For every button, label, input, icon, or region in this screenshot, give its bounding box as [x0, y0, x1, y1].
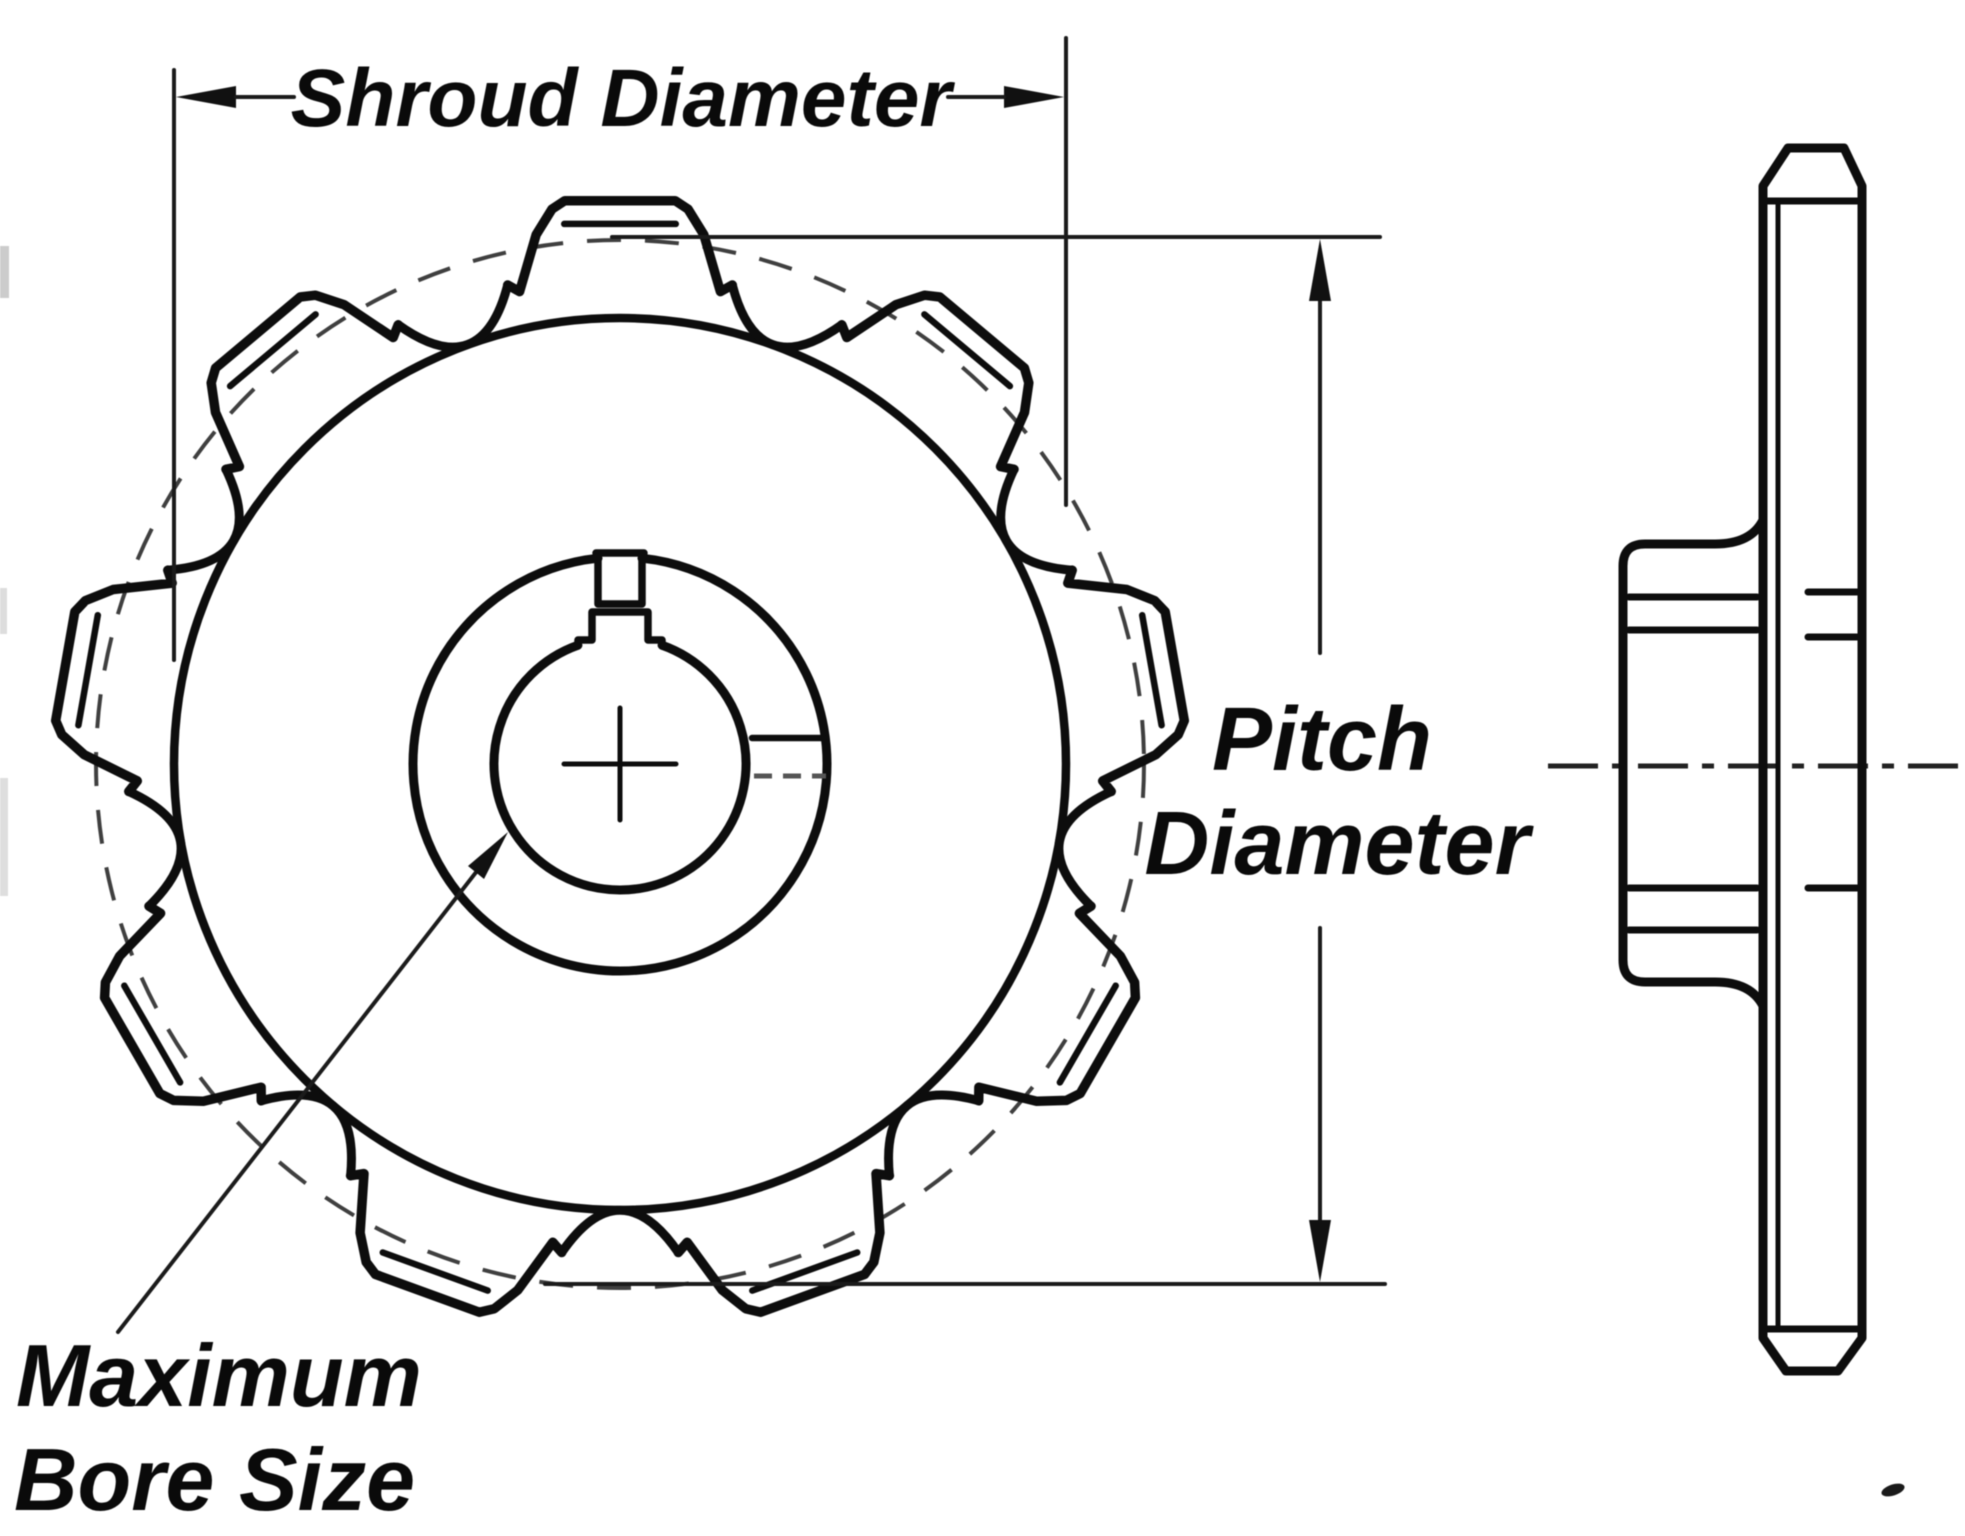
bore-circle	[489, 640, 751, 895]
front-view	[50, 195, 1190, 1334]
bore-keyway	[574, 608, 666, 650]
pitch-arrow-down	[1309, 1220, 1331, 1282]
hub-keyway	[592, 549, 648, 608]
side-hub-bore-lines	[1625, 593, 1761, 934]
shroud-arrow-right	[1004, 86, 1064, 108]
pitch-label-line1: Pitch	[1212, 690, 1432, 790]
center-mark	[561, 705, 679, 823]
shroud-arrow-left	[176, 86, 236, 108]
max-bore-label-line1: Maximum	[16, 1326, 422, 1425]
tooth-chamfer-lines	[75, 220, 1165, 1294]
hub-circle	[408, 553, 832, 976]
side-view	[1548, 143, 1958, 1376]
scallop-arcs	[124, 280, 1116, 1257]
sprocket-teeth	[50, 195, 1190, 1317]
pitch-arrow-up	[1309, 239, 1331, 301]
side-plate-outline	[1758, 143, 1867, 1376]
side-hub-outline	[1618, 515, 1768, 1011]
pitch-label-line2: Diameter	[1144, 794, 1534, 894]
max-bore-label-line2: Bore Size	[14, 1430, 415, 1529]
side-plate-bore-lines	[1804, 588, 1861, 892]
shroud-diameter-label: Shroud Diameter	[291, 53, 956, 144]
bore-leader-arrowhead	[468, 832, 508, 879]
bore-leader-line	[116, 869, 479, 1334]
scan-artifacts	[0, 246, 1905, 1497]
dimensions: Shroud Diameter Pitch Diameter Maximum B…	[14, 36, 1535, 1529]
